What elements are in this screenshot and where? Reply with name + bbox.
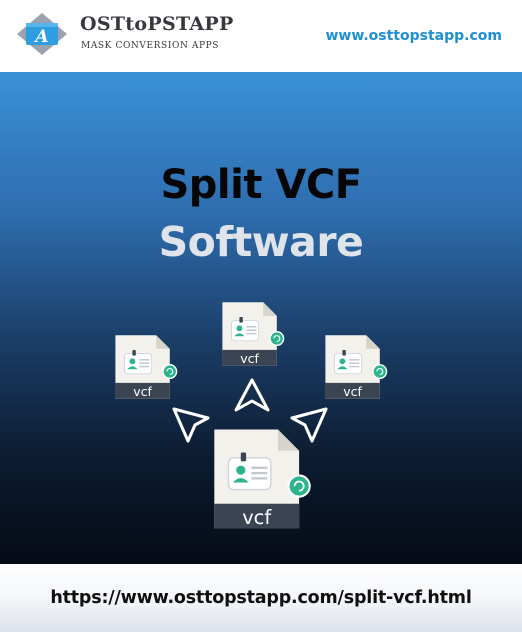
- vcf-file-icon-main: vcf: [214, 429, 311, 529]
- vcf-file-label: vcf: [133, 384, 152, 399]
- website-link[interactable]: www.osttopstapp.com: [325, 28, 502, 44]
- hero-title-line1: Split VCF: [160, 162, 362, 208]
- vcf-file-label: vcf: [242, 506, 272, 529]
- arrow-up-left-icon: [172, 407, 210, 443]
- vcf-file-icon-left: vcf: [115, 335, 178, 399]
- vcf-file-label: vcf: [343, 384, 362, 399]
- hero-title-line2: Software: [158, 218, 364, 266]
- header: A OSTtoPSTAPP MASK CONVERSION APPS www.o…: [0, 0, 522, 72]
- arrow-up-icon: [234, 378, 270, 412]
- brand-title: OSTtoPSTAPP: [80, 13, 234, 35]
- brand-initial: A: [33, 27, 48, 47]
- vcf-file-icon-right: vcf: [325, 335, 388, 399]
- vcf-file-label: vcf: [240, 351, 259, 366]
- brand-subtitle: MASK CONVERSION APPS: [81, 41, 220, 51]
- product-page-link[interactable]: https://www.osttopstapp.com/split-vcf.ht…: [50, 588, 472, 608]
- footer: https://www.osttopstapp.com/split-vcf.ht…: [0, 564, 522, 632]
- arrow-up-right-icon: [290, 407, 328, 443]
- hero-banner: Split VCF Software vcf vcf: [0, 72, 522, 564]
- brand-logo-icon[interactable]: A: [16, 12, 68, 56]
- vcf-file-icon-top: vcf: [222, 302, 285, 366]
